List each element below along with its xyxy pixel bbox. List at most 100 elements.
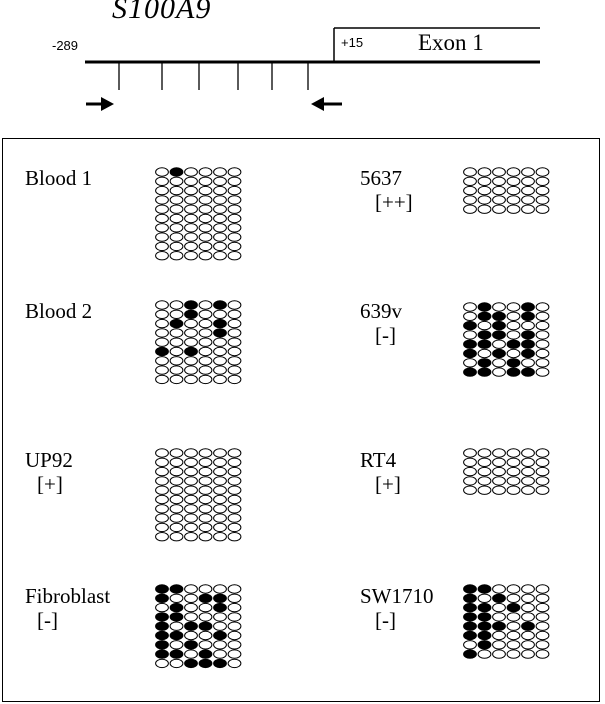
methylated-cpg	[184, 658, 198, 669]
unmethylated-cpg	[198, 448, 213, 458]
methylated-cpg	[155, 640, 169, 650]
unmethylated-cpg	[184, 328, 198, 338]
unmethylated-cpg	[155, 337, 169, 347]
unmethylated-cpg	[227, 251, 242, 261]
reverse-primer-arrow	[311, 97, 342, 111]
unmethylated-cpg	[169, 213, 184, 224]
methylated-cpg	[463, 348, 477, 359]
unmethylated-cpg	[155, 318, 169, 329]
unmethylated-cpg	[535, 311, 550, 321]
methylated-cpg	[169, 612, 184, 622]
methylated-cpg	[213, 328, 227, 338]
methylated-cpg	[463, 621, 477, 631]
unmethylated-cpg	[184, 251, 198, 261]
unmethylated-cpg	[535, 176, 550, 186]
unmethylated-cpg	[169, 466, 184, 477]
unmethylated-cpg	[213, 513, 227, 523]
unmethylated-cpg	[227, 318, 242, 329]
unmethylated-cpg	[521, 195, 535, 205]
unmethylated-cpg	[227, 176, 242, 186]
unmethylated-cpg	[155, 195, 169, 205]
unmethylated-cpg	[535, 348, 550, 359]
methylated-cpg	[184, 346, 198, 357]
unmethylated-cpg	[535, 185, 550, 196]
unmethylated-cpg	[198, 485, 213, 495]
unmethylated-cpg	[477, 457, 492, 467]
unmethylated-cpg	[169, 448, 184, 458]
methylated-cpg	[521, 367, 535, 377]
sample-status: [-]	[375, 323, 396, 347]
unmethylated-cpg	[521, 457, 535, 467]
unmethylated-cpg	[227, 365, 242, 375]
unmethylated-cpg	[477, 348, 492, 359]
unmethylated-cpg	[227, 630, 242, 641]
methylated-cpg	[169, 167, 184, 177]
unmethylated-cpg	[155, 602, 169, 613]
unmethylated-cpg	[155, 466, 169, 477]
unmethylated-cpg	[463, 167, 477, 177]
unmethylated-cpg	[169, 374, 184, 385]
unmethylated-cpg	[198, 204, 213, 214]
unmethylated-cpg	[492, 185, 506, 196]
unmethylated-cpg	[521, 448, 535, 458]
unmethylated-cpg	[506, 185, 521, 196]
unmethylated-cpg	[184, 232, 198, 242]
unmethylated-cpg	[169, 251, 184, 261]
unmethylated-cpg	[169, 532, 184, 542]
unmethylated-cpg	[463, 311, 477, 321]
methylation-grid	[463, 167, 550, 214]
unmethylated-cpg	[169, 522, 184, 533]
unmethylated-cpg	[213, 621, 227, 631]
unmethylated-cpg	[184, 602, 198, 613]
unmethylated-cpg	[477, 649, 492, 659]
unmethylated-cpg	[535, 593, 550, 603]
unmethylated-cpg	[521, 358, 535, 368]
unmethylated-cpg	[184, 457, 198, 467]
unmethylated-cpg	[184, 223, 198, 233]
unmethylated-cpg	[521, 612, 535, 622]
methylated-cpg	[477, 367, 492, 377]
unmethylated-cpg	[184, 593, 198, 603]
unmethylated-cpg	[155, 213, 169, 224]
unmethylated-cpg	[169, 365, 184, 375]
unmethylated-cpg	[535, 330, 550, 340]
exon-label: Exon 1	[418, 30, 484, 55]
forward-primer-arrow	[86, 97, 114, 111]
unmethylated-cpg	[155, 328, 169, 338]
unmethylated-cpg	[506, 630, 521, 641]
unmethylated-cpg	[227, 167, 242, 177]
methylated-cpg	[492, 348, 506, 359]
unmethylated-cpg	[169, 621, 184, 631]
unmethylated-cpg	[477, 476, 492, 486]
unmethylated-cpg	[521, 176, 535, 186]
unmethylated-cpg	[169, 185, 184, 196]
methylated-cpg	[477, 339, 492, 349]
methylated-cpg	[521, 348, 535, 359]
methylated-cpg	[477, 302, 492, 312]
unmethylated-cpg	[227, 457, 242, 467]
methylated-cpg	[506, 358, 521, 368]
unmethylated-cpg	[535, 649, 550, 659]
sample-status: [+]	[37, 472, 63, 496]
unmethylated-cpg	[155, 504, 169, 514]
methylated-cpg	[492, 311, 506, 321]
unmethylated-cpg	[227, 494, 242, 505]
unmethylated-cpg	[198, 241, 213, 252]
unmethylated-cpg	[506, 311, 521, 321]
methylated-cpg	[169, 584, 184, 594]
unmethylated-cpg	[184, 630, 198, 641]
unmethylated-cpg	[198, 346, 213, 357]
unmethylated-cpg	[213, 476, 227, 486]
unmethylated-cpg	[198, 522, 213, 533]
methylated-cpg	[184, 640, 198, 650]
unmethylated-cpg	[169, 346, 184, 357]
unmethylated-cpg	[198, 251, 213, 261]
unmethylated-cpg	[184, 485, 198, 495]
methylated-cpg	[184, 300, 198, 310]
methylated-cpg	[463, 367, 477, 377]
unmethylated-cpg	[227, 602, 242, 613]
unmethylated-cpg	[213, 466, 227, 477]
unmethylated-cpg	[492, 339, 506, 349]
methylated-cpg	[477, 311, 492, 321]
unmethylated-cpg	[227, 328, 242, 338]
